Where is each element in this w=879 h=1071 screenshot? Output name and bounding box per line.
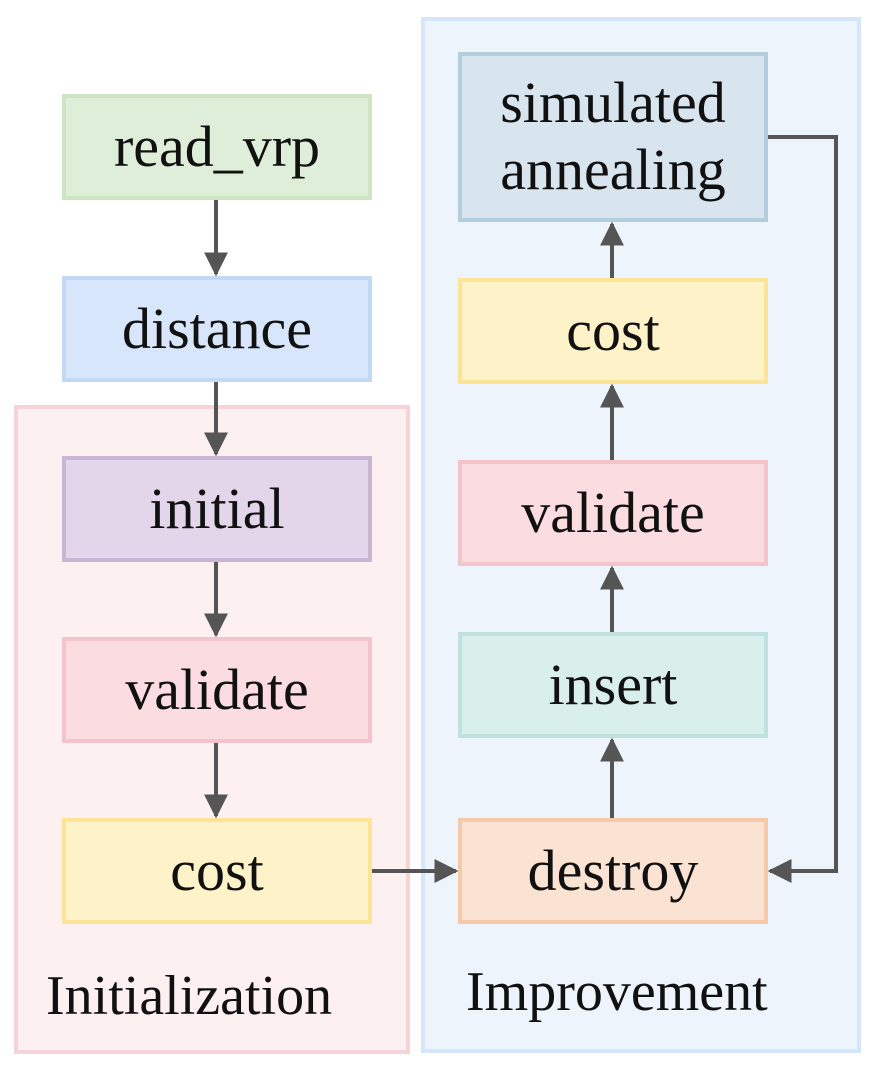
init-validate-node: validate (62, 637, 372, 743)
arrow-annealing-loop-to-destroy (767, 135, 838, 883)
init-cost-label: cost (170, 837, 264, 903)
init-validate-label: validate (125, 656, 309, 722)
initial-node: initial (62, 456, 372, 562)
simulated-annealing-label: simulated annealing (500, 70, 726, 202)
distance-label: distance (121, 295, 313, 361)
destroy-label: destroy (527, 837, 699, 903)
distance-node: distance (62, 276, 372, 382)
read-vrp-node: read_vrp (62, 94, 372, 200)
impr-cost-node: cost (458, 278, 768, 384)
impr-validate-node: validate (458, 460, 768, 566)
initial-label: initial (149, 475, 285, 541)
simulated-annealing-node: simulated annealing (458, 52, 768, 222)
improvement-label: Improvement (466, 961, 768, 1023)
impr-cost-label: cost (566, 297, 660, 363)
initialization-label: Initialization (46, 965, 333, 1027)
insert-node: insert (458, 632, 768, 738)
impr-validate-label: validate (521, 479, 705, 545)
destroy-node: destroy (458, 818, 768, 924)
insert-label: insert (548, 651, 678, 717)
read-vrp-label: read_vrp (113, 113, 321, 179)
init-cost-node: cost (62, 818, 372, 924)
